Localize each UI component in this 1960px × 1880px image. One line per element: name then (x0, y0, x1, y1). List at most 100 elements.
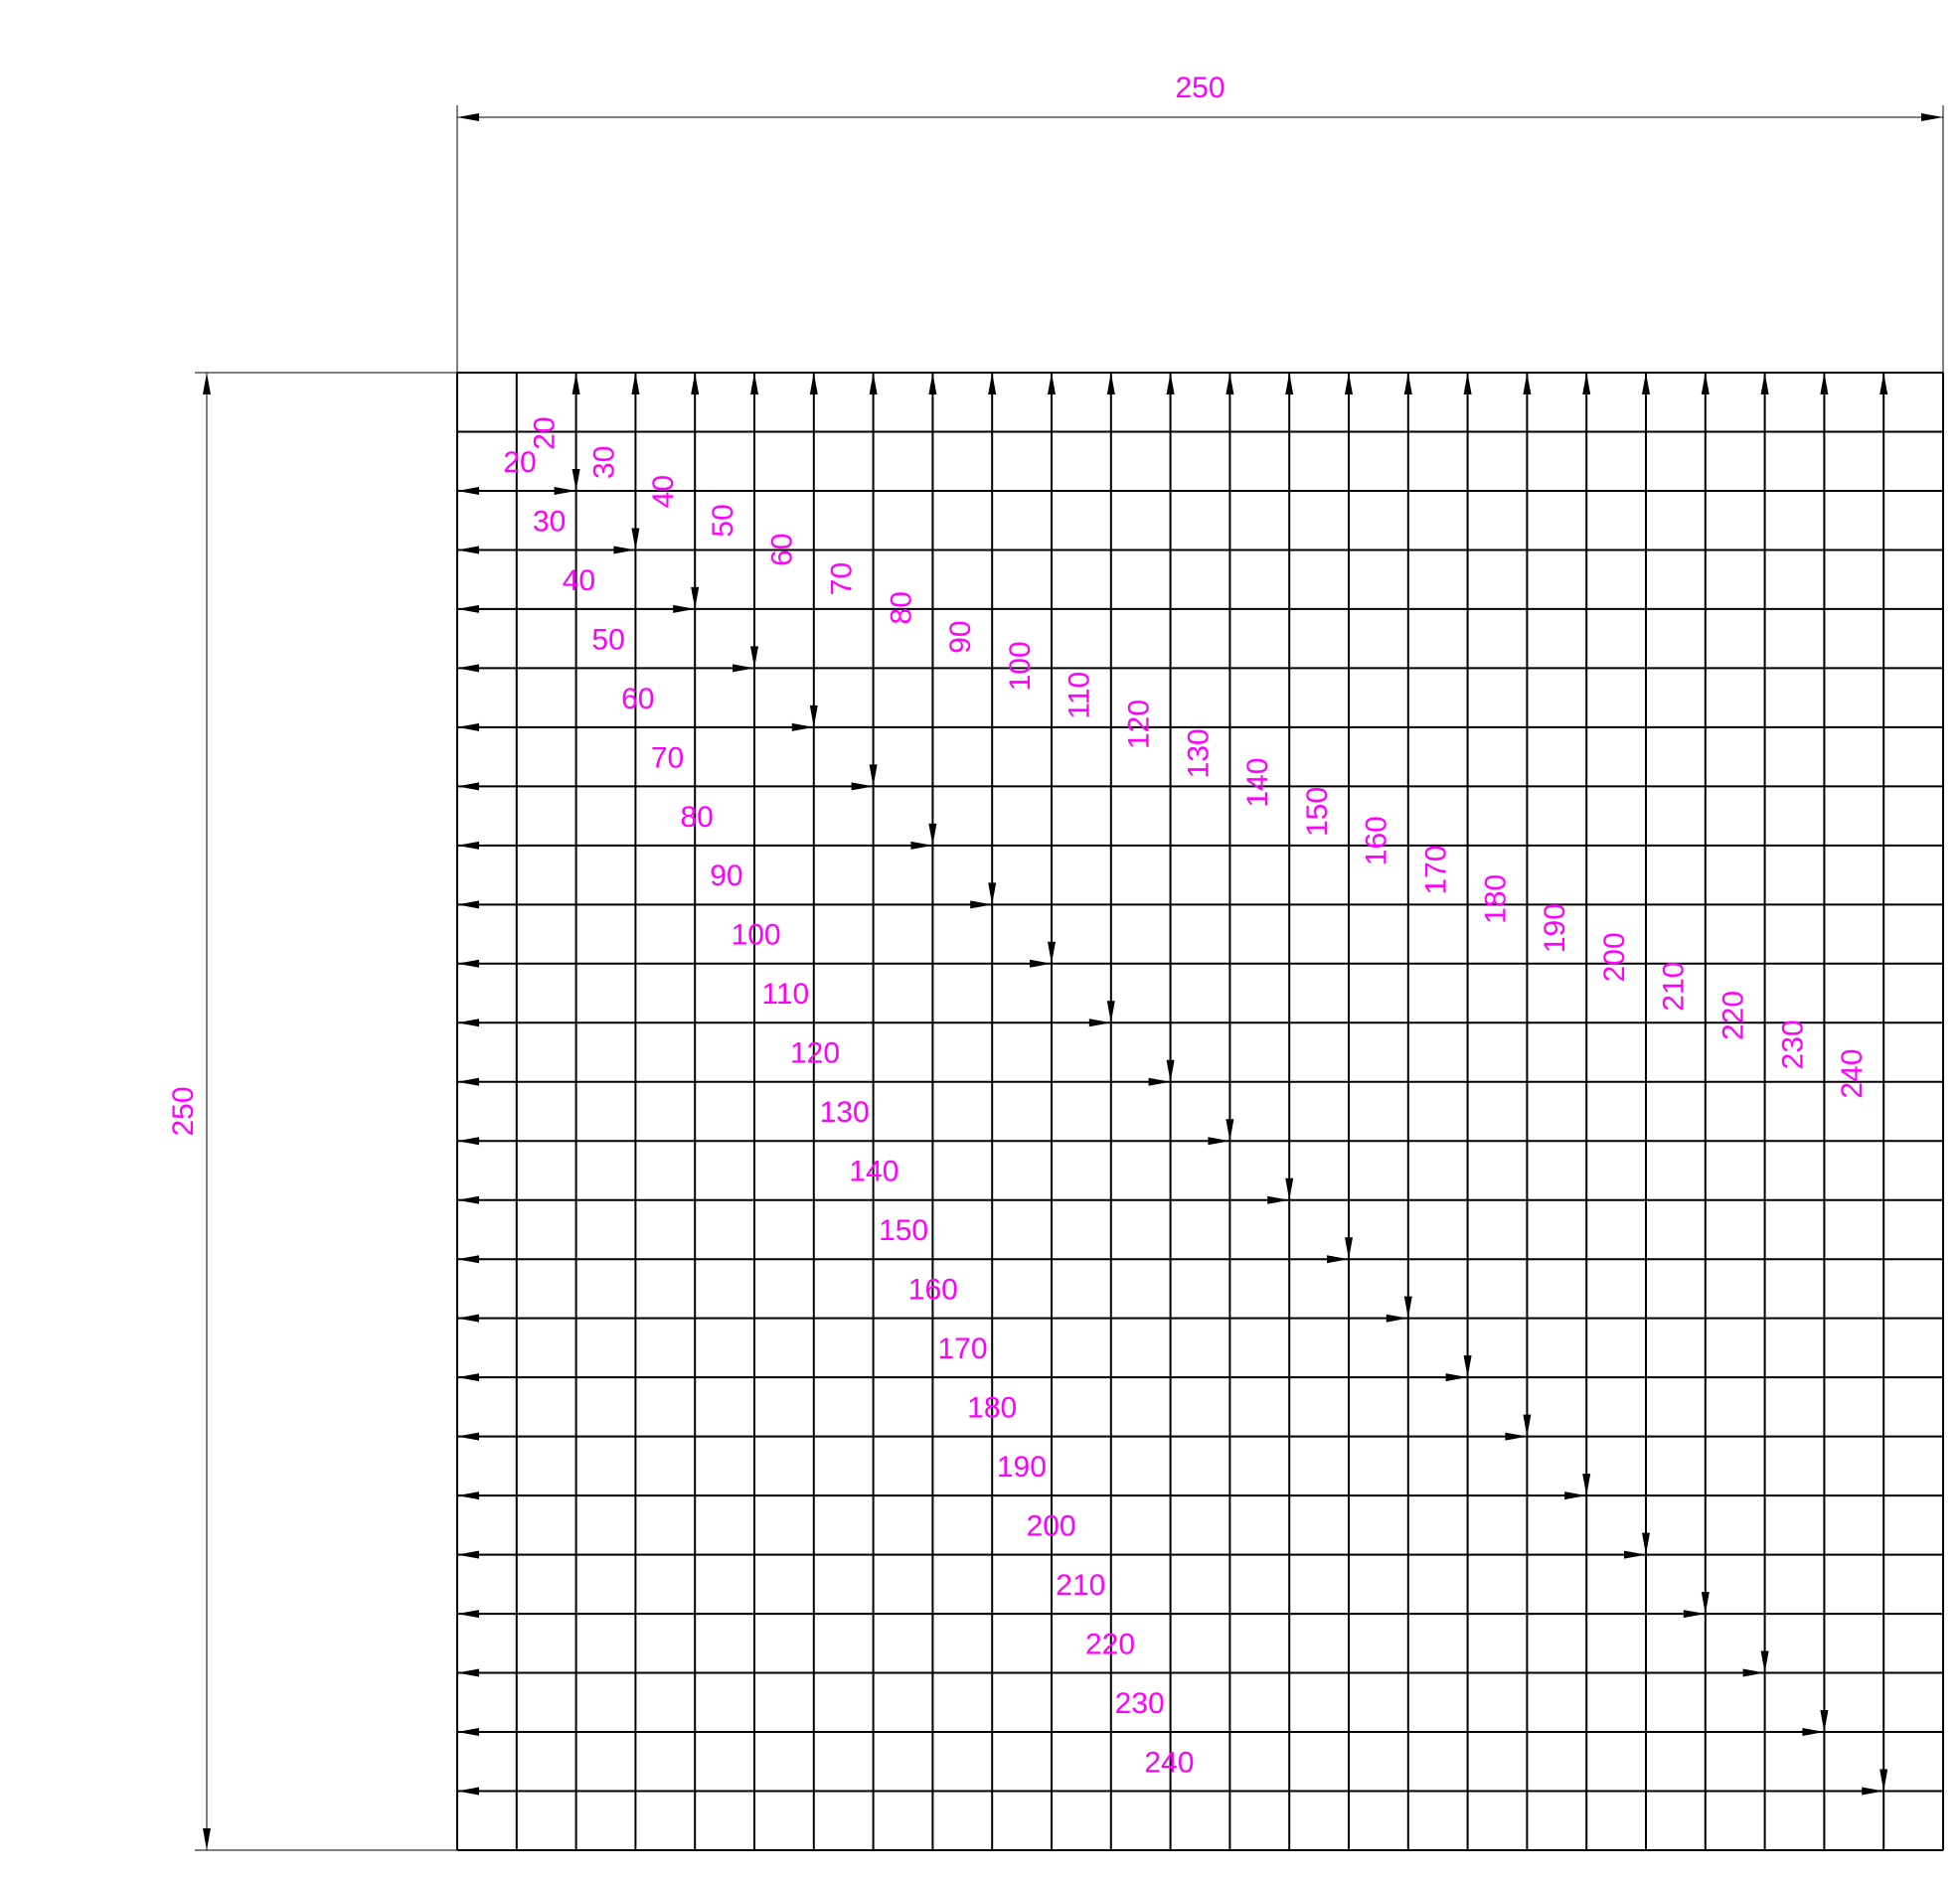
arrowhead (203, 373, 211, 394)
arrowhead (457, 1491, 479, 1500)
arrowhead (457, 113, 479, 121)
horizontal-dimension-label: 110 (761, 978, 809, 1011)
arrowhead (613, 546, 636, 554)
arrowhead (1166, 373, 1175, 394)
vertical-dimension-label: 200 (1598, 932, 1631, 982)
horizontal-dimension-label: 160 (908, 1274, 958, 1307)
arrowhead (457, 1787, 479, 1796)
horizontal-dimension-label: 240 (1144, 1746, 1194, 1779)
arrowhead (457, 604, 479, 613)
arrowhead (1820, 373, 1829, 394)
horizontal-dimension-label: 180 (967, 1392, 1017, 1425)
vertical-dimension-label: 110 (1063, 672, 1096, 719)
vertical-dimension-label: 90 (944, 620, 977, 653)
vertical-dimension-label: 30 (587, 446, 620, 479)
arrowhead (1345, 373, 1353, 394)
arrowhead (554, 486, 576, 495)
arrowhead (631, 528, 640, 550)
arrowhead (1921, 113, 1943, 121)
arrowhead (1582, 1474, 1591, 1496)
vertical-dimension-label: 120 (1123, 700, 1156, 749)
arrowhead (851, 782, 874, 791)
arrowhead (457, 1314, 479, 1323)
arrowhead (457, 1432, 479, 1441)
arrowhead (1523, 1414, 1532, 1437)
horizontal-dimension-label: 70 (651, 741, 684, 774)
arrowhead (457, 1077, 479, 1086)
arrowhead (457, 900, 479, 909)
arrowhead (203, 1828, 211, 1850)
arrowhead (928, 373, 937, 394)
arrowhead (457, 1195, 479, 1204)
arrowhead (1225, 1119, 1234, 1142)
arrowhead (631, 373, 640, 394)
vertical-dimension-label: 180 (1479, 874, 1512, 924)
arrowhead (1523, 373, 1532, 394)
arrowhead (457, 1610, 479, 1619)
arrowhead (1624, 1550, 1646, 1559)
arrowhead (1327, 1255, 1349, 1264)
arrowhead (457, 1728, 479, 1737)
vertical-dimension-label: 190 (1539, 903, 1571, 953)
arrowhead (928, 823, 937, 846)
arrowhead (572, 373, 580, 394)
arrowhead (457, 782, 479, 791)
arrowhead (1208, 1137, 1230, 1146)
horizontal-dimension-label: 130 (820, 1096, 870, 1129)
horizontal-dimension-label: 40 (563, 564, 595, 597)
arrowhead (1505, 1432, 1528, 1441)
arrowhead (970, 900, 993, 909)
vertical-dimension-label: 40 (647, 475, 680, 508)
horizontal-dimension-label: 230 (1115, 1687, 1165, 1720)
vertical-dimension-label: 150 (1301, 787, 1334, 837)
vertical-dimension-label: 160 (1361, 816, 1393, 865)
arrowhead (869, 373, 878, 394)
horizontal-dimension-label: 210 (1056, 1569, 1105, 1602)
horizontal-dimension-label: 90 (710, 860, 742, 892)
horizontal-dimension-label: 50 (591, 623, 624, 656)
arrowhead (1166, 1059, 1175, 1082)
arrowhead (1267, 1195, 1290, 1204)
horizontal-dimension-label: 60 (621, 683, 654, 715)
horizontal-dimension-label: 30 (533, 505, 566, 538)
arrowhead (457, 486, 479, 495)
arrowhead (1564, 1491, 1587, 1500)
vertical-dimension-label: 220 (1717, 991, 1750, 1040)
arrowhead (457, 959, 479, 968)
vertical-dimension-label: 50 (707, 504, 739, 537)
arrowhead (869, 764, 878, 787)
vertical-dimension-label: 210 (1658, 962, 1691, 1012)
horizontal-dimension-label: 140 (849, 1156, 898, 1188)
horizontal-dimension-label: 220 (1085, 1628, 1135, 1660)
arrowhead (1048, 373, 1056, 394)
arrowhead (809, 705, 818, 727)
arrowhead (1463, 373, 1472, 394)
arrowhead (457, 841, 479, 850)
arrowhead (1285, 373, 1294, 394)
horizontal-dimension-label: 20 (503, 446, 536, 479)
grid (456, 372, 1944, 1851)
arrowhead (1742, 1668, 1765, 1677)
vertical-dimension-label: 240 (1836, 1049, 1869, 1099)
arrowhead (457, 546, 479, 554)
arrowhead (1701, 1592, 1710, 1615)
arrowhead (1345, 1237, 1353, 1260)
arrowhead (1820, 1710, 1829, 1733)
vertical-dimension-label: 130 (1182, 728, 1215, 778)
arrowhead (457, 664, 479, 673)
arrowhead (1701, 373, 1710, 394)
arrowhead (791, 722, 814, 731)
vertical-dimension-label: 80 (885, 591, 917, 624)
arrowhead (1760, 373, 1769, 394)
arrowhead (1445, 1373, 1468, 1382)
arrowhead (750, 373, 758, 394)
vertical-dimension-label: 170 (1420, 845, 1453, 894)
arrowhead (1683, 1610, 1706, 1619)
arrowhead (1386, 1314, 1408, 1323)
vertical-dimension-label: 100 (1004, 641, 1037, 691)
vertical-dimension-label: 60 (766, 534, 799, 566)
arrowhead (1879, 373, 1888, 394)
arrowhead (1285, 1177, 1294, 1200)
